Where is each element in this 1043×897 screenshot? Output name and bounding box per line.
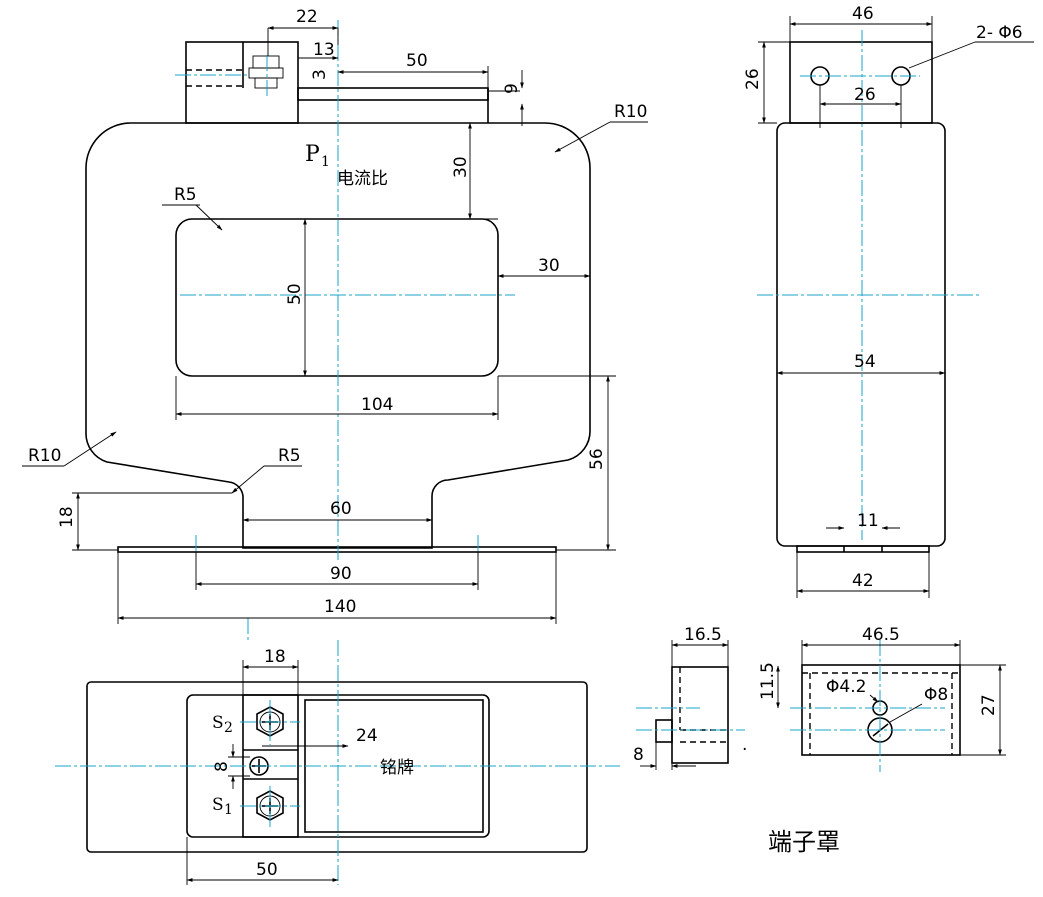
dim-50-vertical: 50 [285, 283, 305, 305]
dim-27: 27 [979, 694, 999, 716]
dim-26-vertical: 26 [743, 68, 763, 90]
dim-56: 56 [587, 448, 607, 470]
dim-24: 24 [356, 726, 378, 746]
dim-30-vertical: 30 [451, 156, 471, 178]
dim-13: 13 [313, 40, 335, 60]
top-terminal-block [185, 41, 489, 124]
dim-11-5: 11.5 [758, 662, 778, 700]
dim-54: 54 [854, 352, 876, 372]
ratio-label: 电流比 [337, 169, 388, 189]
dim-42: 42 [852, 571, 874, 591]
dim-r10-top: R10 [614, 102, 647, 122]
terminal-s2-subscript: 2 [224, 720, 233, 736]
terminal-s2-label: S [212, 713, 224, 733]
base-plate [117, 546, 557, 553]
bottom-view: S 2 S 1 铭牌 18 24 8 50 [55, 640, 620, 885]
dim-8-bottom: 8 [212, 761, 232, 772]
side-body [776, 122, 946, 547]
dim-3: 3 [310, 69, 330, 80]
dim-r5-foot: R5 [278, 446, 301, 466]
terminal-s1-subscript: 1 [224, 802, 233, 818]
dim-phi8: Φ8 [924, 685, 948, 705]
front-view: 22 13 3 50 9 R10 30 P 1 电流比 R5 30 [22, 7, 648, 640]
side-base [796, 545, 930, 553]
dim-18-bottom: 18 [264, 647, 286, 667]
dim-r10-left: R10 [28, 446, 61, 466]
dim-50-top: 50 [406, 51, 428, 71]
dim-phi4-2: Φ4.2 [826, 677, 866, 697]
terminal-p1-subscript: 1 [321, 154, 330, 170]
dim-90: 90 [330, 564, 352, 584]
cover-side-view [671, 666, 729, 764]
side-terminal-block [789, 41, 933, 124]
cover-top-view [801, 664, 961, 756]
terminal-cover: . 16.5 11.5 8 46.5 Φ4.2 [633, 625, 1006, 856]
dim-46-5: 46.5 [862, 625, 900, 645]
dim-30-horizontal: 30 [538, 256, 560, 276]
dim-26-horizontal: 26 [854, 85, 876, 105]
terminal-s1-label: S [212, 795, 224, 815]
dim-18-front: 18 [57, 506, 77, 528]
side-view: 46 26 2- Φ6 26 54 11 42 [743, 4, 1034, 598]
core-outline [85, 122, 591, 549]
dim-22: 22 [296, 7, 318, 27]
dim-hole-callout: 2- Φ6 [976, 23, 1023, 43]
dim-11: 11 [857, 511, 879, 531]
dim-8-cover: 8 [633, 745, 644, 765]
terminal-p1-label: P [305, 142, 320, 167]
dim-140: 140 [324, 597, 356, 617]
dim-r5-window: R5 [174, 185, 197, 205]
core-window [175, 218, 499, 377]
dim-60: 60 [330, 499, 352, 519]
terminal-cover-caption: 端子罩 [768, 828, 840, 856]
nameplate-label: 铭牌 [380, 758, 414, 778]
dim-16-5: 16.5 [684, 625, 722, 645]
dim-46: 46 [852, 4, 874, 24]
period-mark: . [742, 735, 747, 755]
bottom-outer-body [86, 681, 588, 853]
dim-50-bottom: 50 [256, 860, 278, 880]
dim-9: 9 [502, 83, 522, 94]
dim-104: 104 [361, 395, 393, 415]
